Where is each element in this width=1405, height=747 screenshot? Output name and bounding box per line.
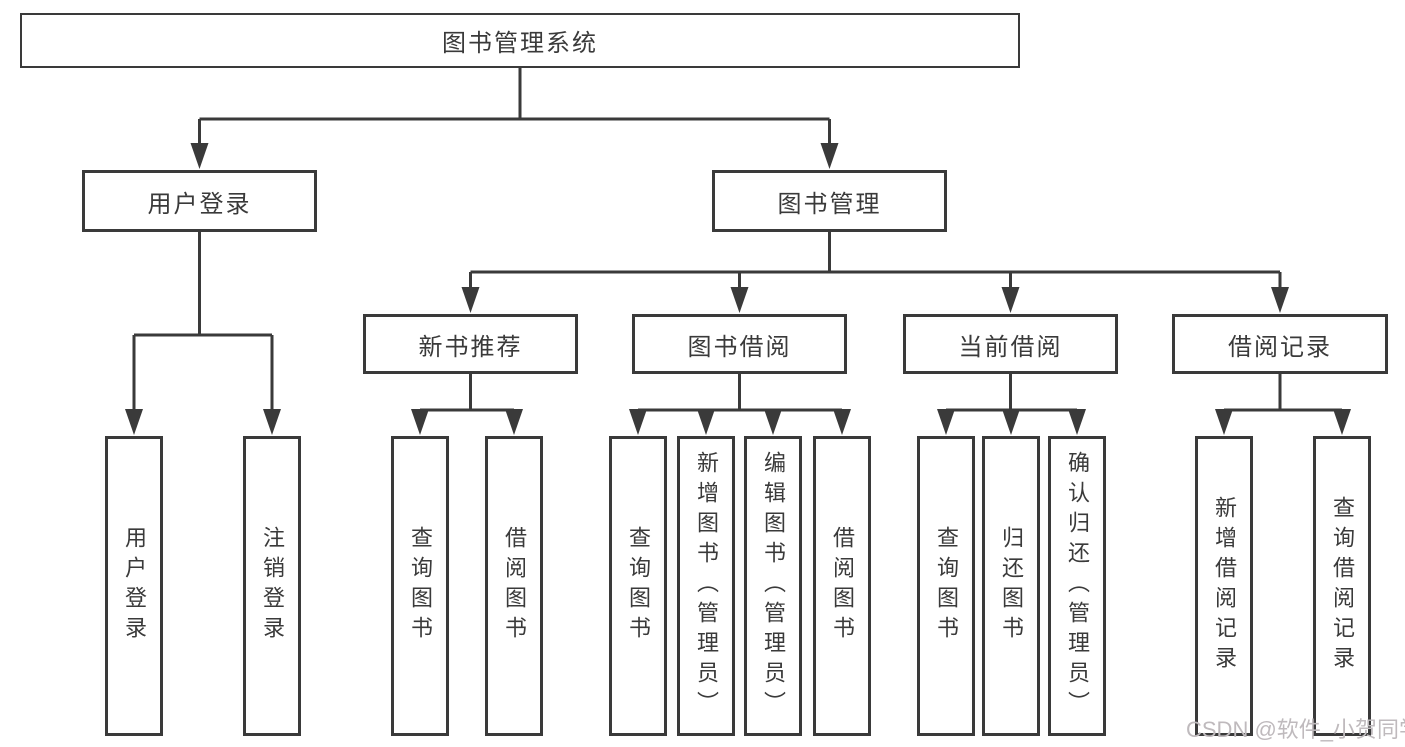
edge-current-borrow-to-leaves <box>937 374 1086 435</box>
node-label: 新增借阅记录 <box>1212 496 1237 676</box>
node-label: 图书管理 <box>777 190 882 218</box>
node-label: 借阅记录 <box>1228 333 1332 361</box>
node-label: 借阅图书 <box>502 526 527 646</box>
edge-borrow-records-to-leaves <box>1215 374 1351 435</box>
edge-book-mgmt-to-level3 <box>461 232 1289 313</box>
edge-user-login-to-leaves <box>125 232 281 435</box>
node-label: 当前借阅 <box>958 333 1063 361</box>
node-label: 归还图书 <box>999 526 1024 646</box>
node-root-system: 图书管理系统 <box>20 13 1020 68</box>
node-label: 查询图书 <box>934 526 959 646</box>
edge-book-borrow-to-leaves <box>629 374 851 435</box>
csdn-watermark: CSDN @软件_小贺同学 <box>1186 717 1405 742</box>
leaf-cb-confirm-return-admin: 确认归还（管理员） <box>1048 436 1106 736</box>
node-label: 查询图书 <box>626 526 651 646</box>
leaf-nb-borrow-books: 借阅图书 <box>485 436 543 736</box>
node-label: 借阅图书 <box>830 526 855 646</box>
node-label: 新增图书（管理员） <box>694 451 719 721</box>
leaf-user-login: 用户登录 <box>105 436 163 736</box>
node-label: 图书管理系统 <box>442 30 598 57</box>
leaf-br-query-record: 查询借阅记录 <box>1313 436 1371 736</box>
node-label: 注销登录 <box>260 526 285 646</box>
leaf-bb-add-book-admin: 新增图书（管理员） <box>677 436 735 736</box>
node-label: 图书借阅 <box>687 333 792 361</box>
edge-root-to-level2 <box>190 68 839 169</box>
node-label: 编辑图书（管理员） <box>761 451 786 721</box>
leaf-bb-query-books: 查询图书 <box>609 436 667 736</box>
node-label: 查询借阅记录 <box>1330 496 1355 676</box>
leaf-nb-query-books: 查询图书 <box>391 436 449 736</box>
edge-new-books-to-leaves <box>411 374 523 435</box>
node-user-login: 用户登录 <box>82 170 317 232</box>
node-label: 查询图书 <box>408 526 433 646</box>
leaf-bb-edit-book-admin: 编辑图书（管理员） <box>744 436 802 736</box>
node-borrowing-records: 借阅记录 <box>1172 314 1388 374</box>
leaf-bb-borrow-books: 借阅图书 <box>813 436 871 736</box>
leaf-br-add-record: 新增借阅记录 <box>1195 436 1253 736</box>
node-label: 确认归还（管理员） <box>1065 451 1090 721</box>
leaf-cb-return-books: 归还图书 <box>982 436 1040 736</box>
leaf-cb-query-books: 查询图书 <box>917 436 975 736</box>
node-book-borrowing: 图书借阅 <box>632 314 847 374</box>
node-label: 用户登录 <box>147 190 252 218</box>
leaf-logout: 注销登录 <box>243 436 301 736</box>
node-book-management: 图书管理 <box>712 170 947 232</box>
node-label: 用户登录 <box>122 526 147 646</box>
node-label: 新书推荐 <box>418 333 523 361</box>
node-current-borrowing: 当前借阅 <box>903 314 1118 374</box>
node-new-book-recommend: 新书推荐 <box>363 314 578 374</box>
